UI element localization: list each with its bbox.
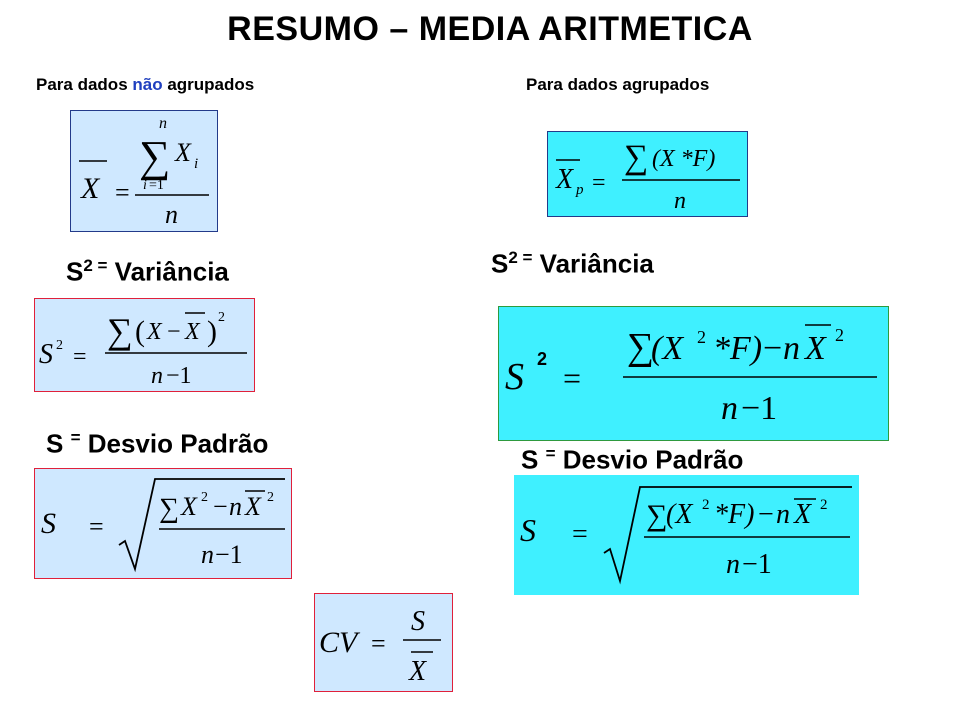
svg-text:S: S bbox=[411, 606, 425, 637]
svg-text:n: n bbox=[674, 188, 686, 214]
svg-text:n: n bbox=[726, 549, 740, 580]
stddev-sup-grouped: = bbox=[545, 444, 556, 463]
svg-text:n: n bbox=[776, 499, 790, 530]
formula-mean-ungrouped: X = n ∑ X i i =1 n bbox=[70, 110, 218, 232]
svg-text:X: X bbox=[80, 172, 101, 205]
svg-text:2: 2 bbox=[56, 338, 63, 353]
stddev-label-ungrouped: S = Desvio Padrão bbox=[46, 428, 268, 460]
svg-text:*F): *F) bbox=[714, 499, 754, 530]
stddev-s-grouped: S bbox=[521, 444, 539, 475]
variance-exponent-grouped: 2 bbox=[537, 349, 547, 369]
stddev-sup-ungrouped: = bbox=[70, 428, 81, 447]
svg-text:2: 2 bbox=[218, 310, 225, 325]
variance-s-ungrouped: S bbox=[66, 256, 84, 287]
page-title: RESUMO – MEDIA ARITMETICA bbox=[227, 10, 753, 48]
svg-text:S: S bbox=[520, 512, 536, 548]
svg-text:i: i bbox=[143, 178, 147, 193]
svg-text:): ) bbox=[207, 315, 217, 348]
svg-text:(X: (X bbox=[666, 499, 693, 530]
svg-text:2: 2 bbox=[267, 490, 274, 505]
svg-text:*F): *F) bbox=[713, 330, 762, 367]
svg-text:−: − bbox=[763, 330, 782, 367]
svg-text:X: X bbox=[793, 499, 812, 530]
svg-text:X: X bbox=[803, 330, 827, 367]
svg-text:=: = bbox=[73, 344, 87, 370]
stddev-s-ungrouped: S bbox=[46, 428, 64, 459]
svg-text:(: ( bbox=[135, 315, 145, 348]
svg-text:2: 2 bbox=[820, 497, 828, 513]
svg-text:−1: −1 bbox=[215, 540, 243, 569]
variance-sup-ungrouped: 2 = bbox=[83, 256, 108, 275]
stddev-text-grouped: Desvio Padrão bbox=[555, 444, 744, 475]
subtitle-ungrouped-suffix: agrupados bbox=[162, 75, 255, 94]
svg-text:−: − bbox=[167, 319, 181, 345]
variance-s-grouped: S bbox=[491, 248, 509, 279]
variance-label-ungrouped: S2 = Variância bbox=[66, 256, 229, 288]
svg-text:−1: −1 bbox=[741, 390, 777, 427]
svg-text:=: = bbox=[572, 519, 588, 550]
formula-coefficient-variation: CV = S X bbox=[314, 593, 453, 692]
svg-text:∑: ∑ bbox=[139, 132, 170, 181]
svg-text:=: = bbox=[563, 360, 581, 396]
svg-text:n: n bbox=[783, 330, 800, 367]
svg-text:∑: ∑ bbox=[646, 499, 667, 532]
svg-text:X: X bbox=[244, 492, 262, 521]
svg-text:∑: ∑ bbox=[624, 139, 648, 176]
svg-text:n: n bbox=[159, 115, 167, 132]
formula-stddev-grouped: S = ∑ (X 2 *F) − n X 2 n −1 bbox=[514, 475, 859, 595]
svg-text:=: = bbox=[89, 512, 104, 541]
stddev-text-ungrouped: Desvio Padrão bbox=[80, 428, 269, 459]
formula-stddev-ungrouped: S = ∑ X 2 − n X 2 n −1 bbox=[34, 468, 292, 579]
svg-text:S: S bbox=[41, 507, 56, 540]
svg-text:X: X bbox=[174, 138, 192, 167]
svg-text:2: 2 bbox=[835, 325, 844, 345]
svg-text:2: 2 bbox=[697, 327, 706, 347]
variance-text-ungrouped: Variância bbox=[107, 256, 229, 287]
variance-text-grouped: Variância bbox=[532, 248, 654, 279]
svg-text:n: n bbox=[229, 492, 242, 521]
svg-text:X: X bbox=[146, 319, 163, 345]
stddev-label-grouped: S = Desvio Padrão bbox=[521, 444, 743, 476]
formula-variance-grouped: S 2 = ∑ (X 2 *F) − n X 2 n −1 bbox=[498, 306, 889, 441]
svg-text:2: 2 bbox=[201, 490, 208, 505]
svg-text:∑: ∑ bbox=[159, 493, 179, 524]
svg-text:i: i bbox=[194, 156, 198, 172]
svg-text:X: X bbox=[180, 492, 198, 521]
svg-text:(X: (X bbox=[651, 330, 684, 367]
subtitle-grouped: Para dados agrupados bbox=[526, 75, 710, 94]
svg-text:X: X bbox=[408, 656, 427, 687]
svg-text:=: = bbox=[115, 178, 130, 207]
svg-text:−1: −1 bbox=[742, 549, 772, 580]
svg-text:(X *F): (X *F) bbox=[652, 146, 715, 172]
svg-text:−: − bbox=[758, 499, 774, 530]
svg-text:n: n bbox=[201, 540, 214, 569]
svg-text:X: X bbox=[184, 319, 201, 345]
svg-text:n: n bbox=[151, 363, 163, 389]
svg-text:n: n bbox=[165, 200, 178, 229]
svg-text:2: 2 bbox=[702, 497, 710, 513]
svg-text:=: = bbox=[371, 629, 386, 658]
svg-text:−1: −1 bbox=[166, 363, 192, 389]
svg-text:=1: =1 bbox=[149, 178, 164, 193]
svg-text:X: X bbox=[555, 164, 574, 195]
svg-text:CV: CV bbox=[319, 626, 361, 659]
svg-text:−: − bbox=[213, 492, 228, 521]
formula-variance-ungrouped: S 2 = ∑ ( X − X ) 2 n −1 bbox=[34, 298, 255, 392]
subtitle-ungrouped-prefix: Para dados bbox=[36, 75, 133, 94]
formula-mean-grouped: X p = ∑ (X *F) n bbox=[547, 131, 748, 217]
svg-text:n: n bbox=[721, 390, 738, 427]
subtitle-ungrouped-highlight: não bbox=[132, 75, 163, 94]
svg-text:∑: ∑ bbox=[627, 326, 654, 368]
subtitle-ungrouped: Para dados não agrupados bbox=[36, 75, 254, 95]
svg-text:S: S bbox=[505, 356, 524, 398]
variance-label-grouped: S2 = Variância bbox=[491, 248, 654, 280]
variance-sup-grouped: 2 = bbox=[508, 248, 533, 267]
svg-text:p: p bbox=[575, 182, 584, 198]
svg-text:=: = bbox=[592, 170, 606, 196]
svg-text:S: S bbox=[39, 339, 53, 370]
svg-text:∑: ∑ bbox=[107, 311, 133, 351]
